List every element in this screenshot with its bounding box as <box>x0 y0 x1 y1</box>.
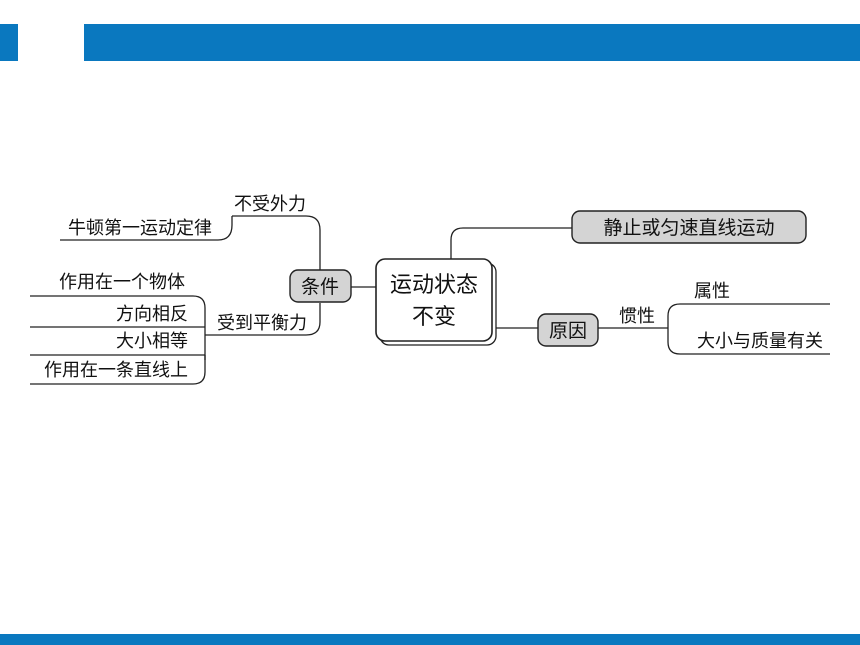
condition-item-3: 大小相等 <box>116 331 188 352</box>
center-node-line1: 运动状态 <box>390 273 478 298</box>
mind-map-connectors <box>30 215 830 385</box>
upper-right-node: 静止或匀速直线运动 <box>571 210 807 244</box>
balanced-force-label: 受到平衡力 <box>217 313 307 334</box>
reason-node-label: 原因 <box>549 320 587 342</box>
header-bar <box>84 24 860 61</box>
condition-item-1: 作用在一个物体 <box>59 272 185 293</box>
condition-node-label: 条件 <box>301 276 339 298</box>
inertia-label: 惯性 <box>619 306 655 327</box>
upper-right-node-label: 静止或匀速直线运动 <box>603 217 774 239</box>
no-external-force-label: 不受外力 <box>234 194 306 215</box>
newton-first-law-label: 牛顿第一运动定律 <box>68 218 212 239</box>
property-label: 属性 <box>694 281 730 302</box>
reason-node: 原因 <box>537 313 599 347</box>
condition-item-2: 方向相反 <box>116 304 188 325</box>
footer-bar <box>0 634 860 645</box>
center-node-line2: 不变 <box>412 305 456 330</box>
mass-related-label: 大小与质量有关 <box>697 331 823 352</box>
header-accent-block <box>0 24 18 61</box>
condition-node: 条件 <box>289 269 352 303</box>
center-node: 运动状态 不变 <box>375 258 497 346</box>
condition-item-4: 作用在一条直线上 <box>44 360 188 381</box>
